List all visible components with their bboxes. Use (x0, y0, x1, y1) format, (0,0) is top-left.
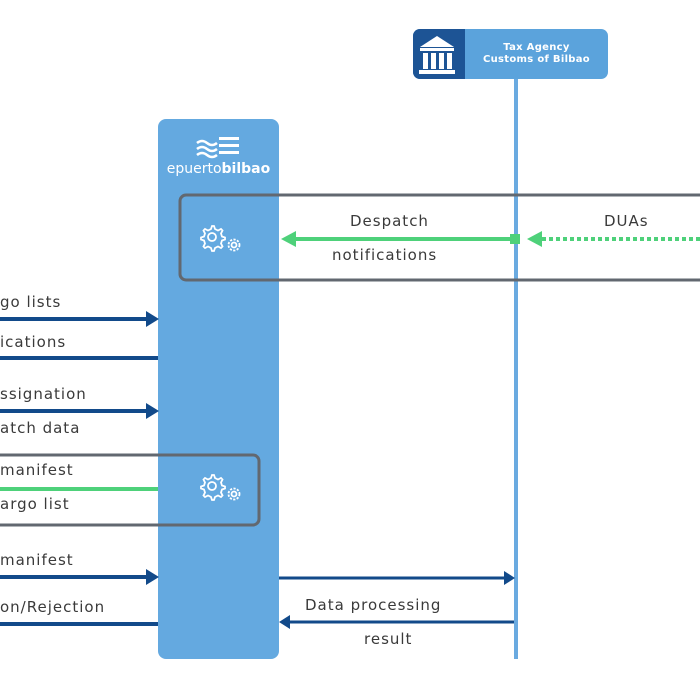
manifest-label-1: manifest (0, 461, 74, 479)
assignation-arrow-head (146, 403, 159, 419)
rejection-label: on/Rejection (0, 598, 106, 616)
gears-icon (200, 225, 241, 252)
despatch-frame (178, 193, 700, 282)
despatch-arrow-tail (510, 234, 520, 244)
duas-arrow-head (527, 231, 542, 247)
tax-agency-lifeline (514, 79, 518, 659)
port-name-bold: bilbao (221, 161, 271, 177)
despatch-label: Despatch (350, 212, 429, 230)
gears-icon (200, 474, 241, 501)
port-name: epuertobilbao (158, 161, 279, 177)
port-name-light: epuerto (166, 161, 222, 177)
assignation-label: ssignation (0, 385, 87, 403)
notifications-label: notifications (332, 246, 438, 264)
manifest-arrow-head (146, 569, 159, 585)
waves-logo-icon (196, 137, 239, 159)
port-to-agency-arrow-head (504, 571, 515, 585)
tax-agency-title: Tax Agency Customs of Bilbao (465, 42, 608, 66)
manifest-frame (0, 453, 261, 527)
epuertobilbao-column: epuertobilbao (158, 119, 279, 659)
government-building-icon (413, 29, 465, 79)
despatch-data-label: atch data (0, 419, 81, 437)
duas-label: DUAs (604, 212, 649, 230)
result-label: result (364, 630, 413, 648)
despatch-arrow-head (281, 231, 296, 247)
tax-agency-box: Tax Agency Customs of Bilbao (413, 29, 608, 79)
data-processing-arrow-head (279, 615, 290, 629)
tax-agency-line2: Customs of Bilbao (483, 54, 590, 65)
tax-agency-line1: Tax Agency (503, 42, 570, 53)
cargo-lists-arrow-head (146, 311, 159, 327)
notifications-left-label: ications (0, 333, 67, 351)
manifest-label-2: manifest (0, 551, 74, 569)
cargo-lists-label: go lists (0, 293, 62, 311)
data-processing-label: Data processing (305, 596, 442, 614)
cargo-list-label: argo list (0, 495, 70, 513)
